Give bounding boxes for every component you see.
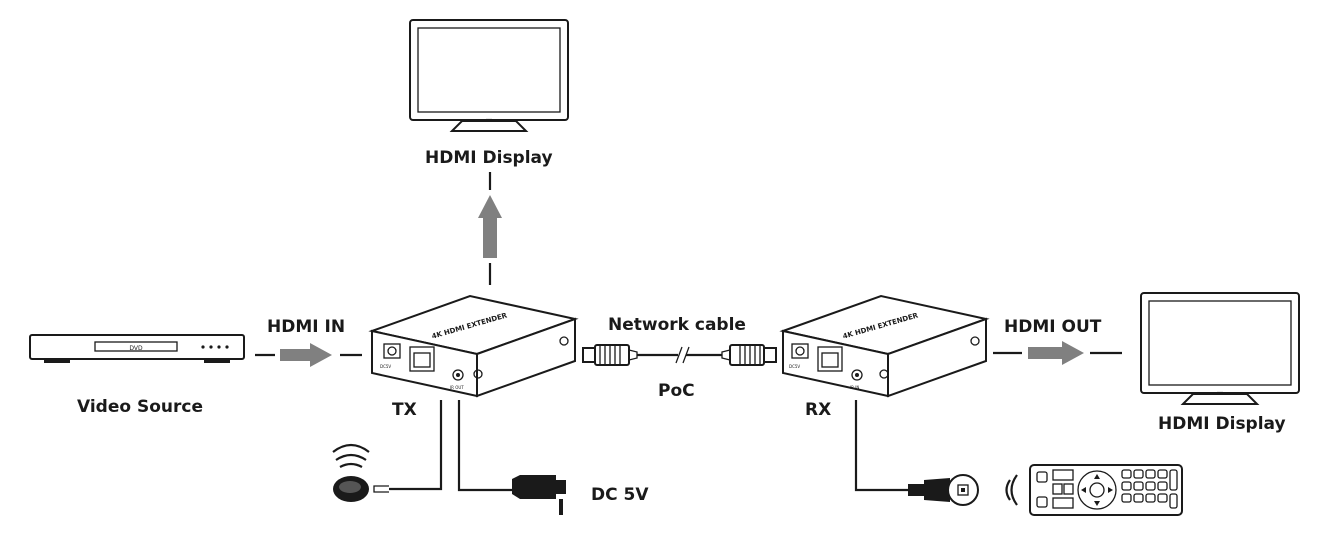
- dc-power-adapter: [457, 400, 566, 515]
- video-source-label: Video Source: [77, 397, 203, 417]
- tx-ir-emitter: [332, 400, 443, 502]
- network-cable-label: Network cable: [608, 315, 746, 335]
- dvd-label: DVD: [129, 345, 143, 352]
- right-display-label: HDMI Display: [1158, 414, 1286, 434]
- hdmi-in-label: HDMI IN: [267, 317, 346, 337]
- top-hdmi-display: [409, 19, 569, 132]
- video-source-device: DVD: [29, 334, 245, 363]
- rx-ir-port-label: IR IN: [850, 385, 859, 390]
- tx-label: TX: [392, 400, 417, 420]
- ir-remote-control: [1029, 464, 1183, 516]
- rx-power-port-label: DC5V: [789, 364, 800, 369]
- network-cable: [582, 344, 777, 366]
- tx-power-port-label: DC5V: [380, 364, 391, 369]
- poc-label: PoC: [658, 381, 695, 401]
- tx-extender-box: 4K HDMI EXTENDER DC5V IR OUT: [368, 294, 579, 398]
- arrow-up-to-display: [478, 172, 502, 285]
- rx-ir-receiver: [854, 400, 979, 506]
- dc-5v-label: DC 5V: [591, 485, 649, 505]
- top-display-label: HDMI Display: [425, 148, 553, 168]
- hdmi-out-arrow: [993, 341, 1122, 365]
- hdmi-in-arrow: [255, 343, 362, 367]
- rx-label: RX: [805, 400, 832, 420]
- hdmi-out-label: HDMI OUT: [1004, 317, 1102, 337]
- rx-extender-box: 4K HDMI EXTENDER DC5V IR IN: [779, 294, 990, 398]
- right-hdmi-display: [1140, 292, 1300, 405]
- tx-ir-port-label: IR OUT: [450, 385, 464, 390]
- ir-signal-waves: [1005, 474, 1018, 506]
